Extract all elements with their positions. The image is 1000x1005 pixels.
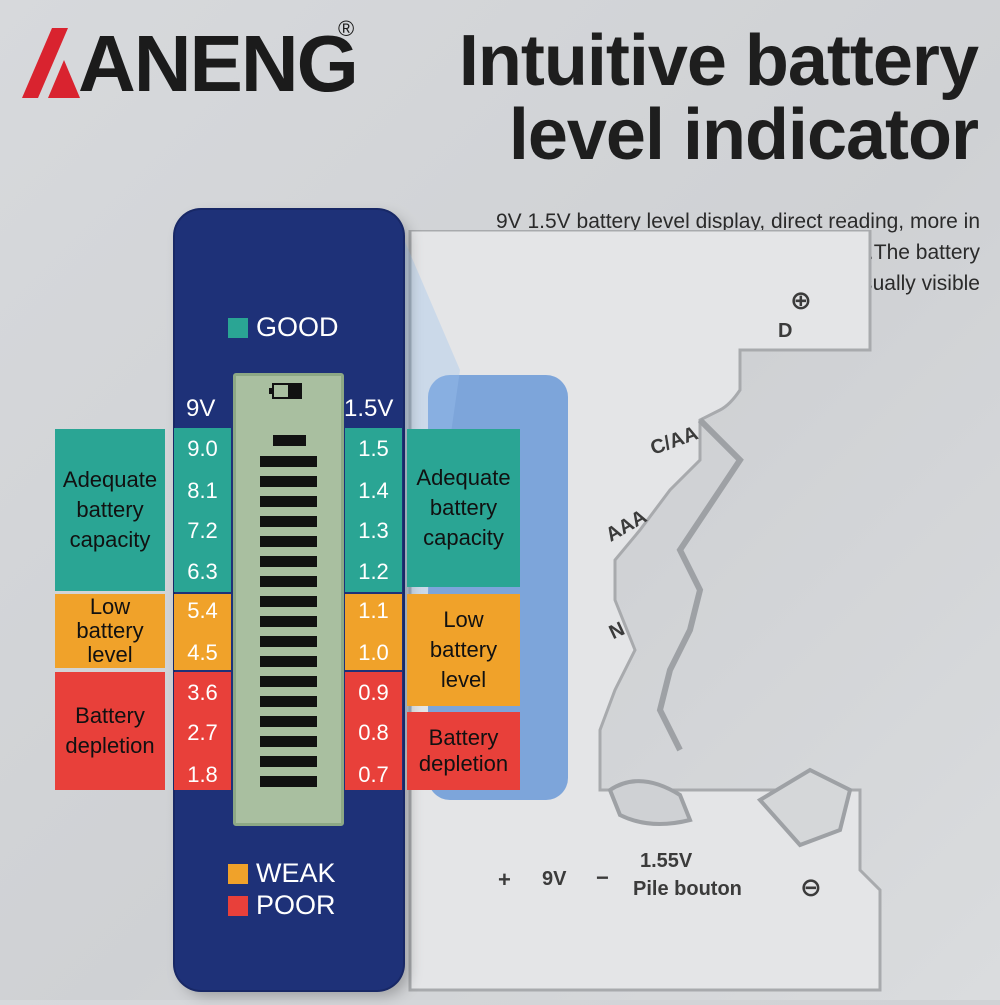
scale-9v-value: 7.2 bbox=[187, 518, 218, 543]
lcd-bar bbox=[260, 696, 317, 707]
lcd-bar bbox=[273, 435, 306, 446]
scale-15v-value: 1.0 bbox=[358, 640, 389, 665]
brand-logo: ANENG ® bbox=[22, 12, 359, 104]
column-header-15v: 1.5V bbox=[344, 395, 394, 422]
poor-swatch bbox=[228, 895, 248, 916]
lcd-bar bbox=[260, 476, 317, 487]
good-legend: GOOD bbox=[228, 312, 339, 343]
scale-9v-value: 2.7 bbox=[187, 720, 218, 745]
slot-d-label: D bbox=[778, 320, 793, 342]
brand-name: ANENG bbox=[78, 19, 359, 108]
poor-legend: POOR bbox=[228, 890, 336, 921]
left-adequate-label: Adequate battery capacity bbox=[55, 429, 165, 591]
left-depletion-label: Battery depletion bbox=[55, 672, 165, 790]
scale-15v-weak-band bbox=[345, 594, 402, 670]
lcd-bar bbox=[260, 716, 317, 727]
battery-tester-device: ⊕ D C/AA AAA N + 9V − 1.55V Pile bouton … bbox=[400, 228, 1000, 1000]
page-title: Intuitive battery level indicator bbox=[378, 21, 979, 175]
scale-15v-value: 0.9 bbox=[358, 680, 389, 705]
bottom-9v-label: 9V bbox=[542, 868, 567, 890]
lcd-bar bbox=[260, 536, 317, 547]
bottom-minus-label: − bbox=[596, 865, 609, 890]
lcd-bar bbox=[260, 636, 317, 647]
scale-9v-poor-band bbox=[174, 672, 231, 790]
scale-15v-poor-band bbox=[345, 672, 402, 790]
scale-9v-value: 6.3 bbox=[187, 559, 218, 584]
lcd-bar bbox=[260, 776, 317, 787]
bottom-155v-label: 1.55V bbox=[640, 850, 693, 872]
title-line-1: Intuitive battery bbox=[458, 21, 979, 101]
lcd-bar bbox=[260, 516, 317, 527]
battery-icon bbox=[269, 383, 302, 399]
bottom-plus-label: + bbox=[498, 867, 511, 892]
scale-15v-value: 1.1 bbox=[358, 598, 389, 623]
weak-label: WEAK bbox=[256, 858, 336, 888]
poor-label: POOR bbox=[256, 890, 336, 920]
scale-9v-good-band bbox=[174, 428, 231, 592]
title-line-2: level indicator bbox=[508, 95, 979, 175]
good-swatch bbox=[228, 317, 248, 338]
scale-9v-weak-band bbox=[174, 594, 231, 670]
device-plus-icon: ⊕ bbox=[790, 285, 812, 315]
scale-15v-value: 1.4 bbox=[358, 478, 389, 503]
scale-15v-value: 0.7 bbox=[358, 762, 389, 787]
scale-9v-value: 4.5 bbox=[187, 640, 218, 665]
scale-15v-value: 1.3 bbox=[358, 518, 389, 543]
logo-mark-icon bbox=[22, 28, 80, 98]
scale-9v-value: 8.1 bbox=[187, 478, 218, 503]
lcd-bar bbox=[260, 496, 317, 507]
registered-mark: ® bbox=[338, 16, 355, 41]
lcd-bar bbox=[260, 676, 317, 687]
scale-9v-value: 5.4 bbox=[187, 598, 218, 623]
scale-15v-value: 1.5 bbox=[358, 436, 389, 461]
good-label: GOOD bbox=[256, 312, 339, 342]
scale-15v-value: 1.2 bbox=[358, 559, 389, 584]
lcd-bar bbox=[260, 616, 317, 627]
column-header-9v: 9V bbox=[186, 395, 216, 422]
lcd-bar bbox=[260, 596, 317, 607]
scale-15v-value: 0.8 bbox=[358, 720, 389, 745]
description-line-1: 9V 1.5V battery level display, direct re… bbox=[495, 210, 980, 233]
right-low-label: Low battery level bbox=[407, 594, 520, 706]
scale-9v-value: 1.8 bbox=[187, 762, 218, 787]
right-depletion-label: Battery depletion bbox=[407, 712, 520, 790]
lcd-bar bbox=[260, 576, 317, 587]
lcd-bar bbox=[260, 736, 317, 747]
right-adequate-label: Adequate battery capacity bbox=[407, 429, 520, 587]
weak-legend: WEAK bbox=[228, 858, 336, 889]
lcd-bar bbox=[260, 456, 317, 467]
scale-9v-value: 9.0 bbox=[187, 436, 218, 461]
bottom-pile-label: Pile bouton bbox=[633, 878, 742, 900]
scale-15v-good-band bbox=[345, 428, 402, 592]
lcd-bar bbox=[260, 756, 317, 767]
lcd-bar bbox=[260, 656, 317, 667]
lcd-bar bbox=[260, 556, 317, 567]
scale-9v-value: 3.6 bbox=[187, 680, 218, 705]
weak-swatch bbox=[228, 863, 248, 884]
lcd-display bbox=[233, 373, 344, 826]
left-low-label: Low battery level bbox=[55, 594, 165, 668]
device-minus-icon: ⊖ bbox=[800, 872, 822, 902]
